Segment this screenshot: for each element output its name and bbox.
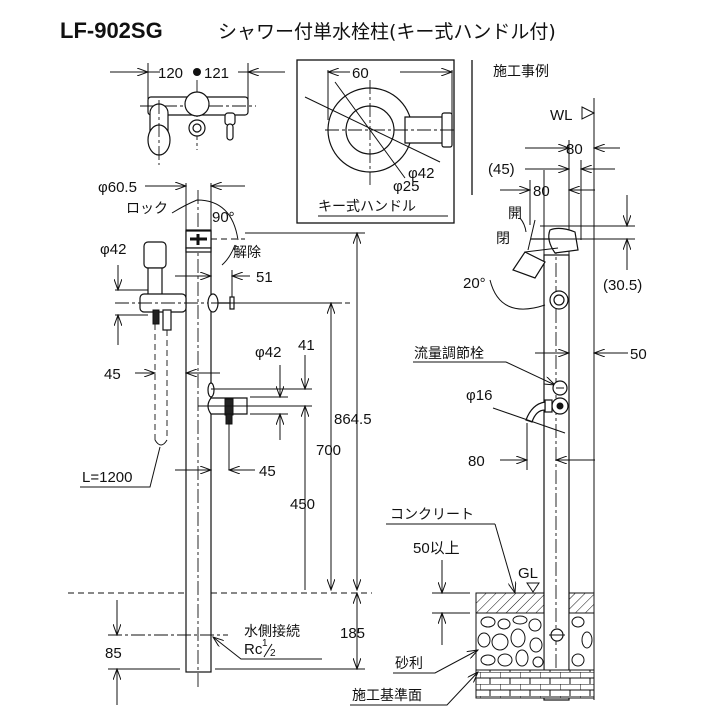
dim-45-paren: (45) <box>488 161 515 178</box>
top-view: 120 121 <box>110 63 285 165</box>
angle-90: 90° <box>212 209 235 226</box>
front-view: φ60.5 ロック 90° 解除 51 φ42 <box>68 179 372 705</box>
installation-heading: 施工事例 <box>493 64 549 80</box>
dim-121: 121 <box>204 65 229 82</box>
dim-80-top: 80 <box>566 141 583 158</box>
pillar-diameter: φ60.5 <box>98 179 137 196</box>
faucet-diameter: φ42 <box>255 344 281 361</box>
water-connection-spec: Rc <box>244 641 263 658</box>
fraction-numerator: 1 <box>262 638 268 649</box>
installation-example: 施工事例 WL 80 (45) 80 開 閉 20° <box>350 60 647 706</box>
hose-length: L=1200 <box>82 469 132 486</box>
fraction-denominator: 2 <box>270 648 276 659</box>
height-700: 700 <box>316 442 341 459</box>
dim-phi42-key: φ42 <box>408 165 434 182</box>
dim-120: 120 <box>158 65 183 82</box>
dim-41: 41 <box>298 337 315 354</box>
dim-faucet-45: 45 <box>259 463 276 480</box>
dim-185: 185 <box>340 625 365 642</box>
height-864-5: 864.5 <box>334 411 372 428</box>
center-dot <box>193 68 201 76</box>
dim-51: 51 <box>256 269 273 286</box>
key-handle-detail: 60 φ42 φ25 キー式ハンドル <box>296 59 455 224</box>
open-label: 開 <box>508 206 522 222</box>
wl-label: WL <box>550 107 573 124</box>
spout-diameter: φ16 <box>466 387 492 404</box>
title: LF-902SG シャワー付単水栓柱(キー式ハンドル付) <box>60 18 556 43</box>
dim-60: 60 <box>352 65 369 82</box>
close-label: 閉 <box>496 231 510 247</box>
dim-50: 50 <box>630 346 647 363</box>
dim-30-5: (30.5) <box>603 277 642 294</box>
flow-valve-label: 流量調節栓 <box>414 345 484 362</box>
model-number: LF-902SG <box>60 18 163 43</box>
dim-80-bottom: 80 <box>468 453 485 470</box>
lock-label: ロック <box>126 201 168 217</box>
height-450: 450 <box>290 496 315 513</box>
angle-20: 20° <box>463 275 486 292</box>
key-handle-caption: キー式ハンドル <box>318 199 416 215</box>
shower-head-diameter: φ42 <box>100 241 126 258</box>
base-layer <box>475 669 595 699</box>
dim-80-second: 80 <box>533 183 550 200</box>
release-label: 解除 <box>233 245 261 261</box>
gl-label: GL <box>518 565 538 582</box>
gravel-label: 砂利 <box>395 656 423 672</box>
dim-phi25-key: φ25 <box>393 178 419 195</box>
base-surface-label: 施工基準面 <box>352 687 422 704</box>
min-depth-label: 50以上 <box>413 540 460 557</box>
product-description: シャワー付単水栓柱(キー式ハンドル付) <box>218 21 556 43</box>
gravel-stones <box>477 615 593 668</box>
concrete-label: コンクリート <box>390 507 474 523</box>
water-connection-label: 水側接続 <box>244 623 300 640</box>
dim-85: 85 <box>105 645 122 662</box>
dim-shower-45: 45 <box>104 366 121 383</box>
